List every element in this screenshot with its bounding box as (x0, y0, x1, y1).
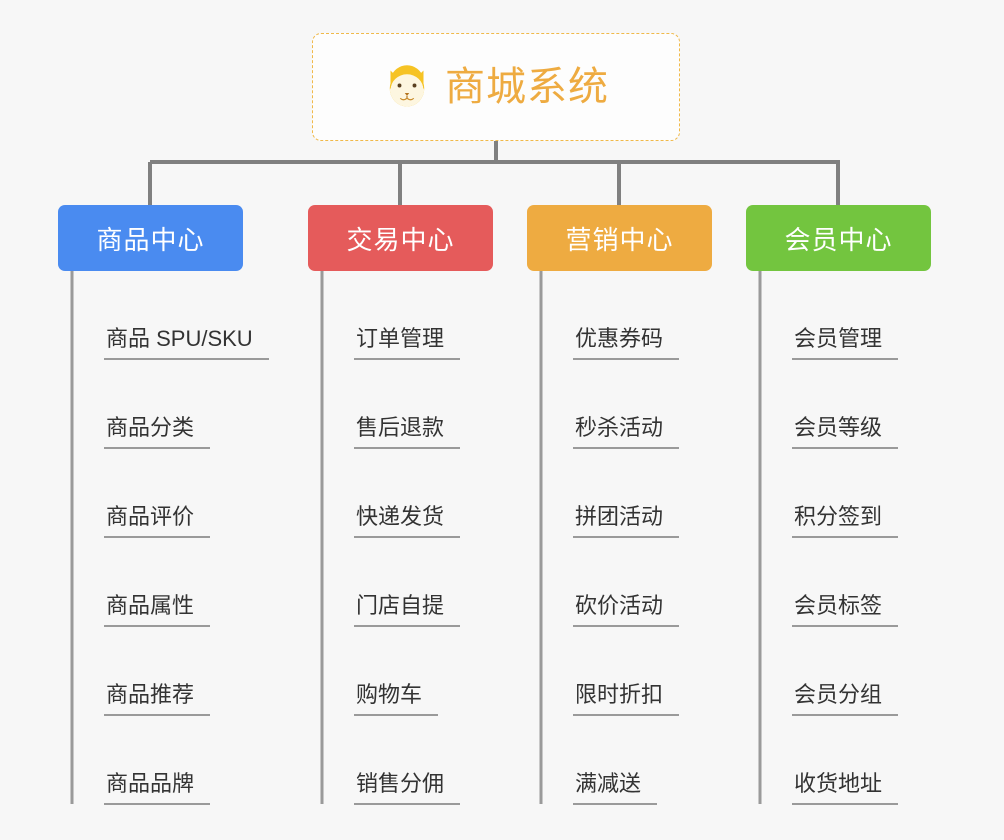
leaf-item[interactable]: 积分签到 (760, 449, 899, 538)
leaf-label: 会员标签 (792, 592, 899, 627)
category-box-2[interactable]: 交易中心 (308, 205, 493, 271)
leaf-item[interactable]: 会员分组 (760, 627, 899, 716)
leaf-item[interactable]: 会员等级 (760, 360, 899, 449)
leaf-item[interactable]: 门店自提 (322, 538, 461, 627)
leaf-label: 优惠券码 (573, 325, 680, 360)
leaf-label: 商品评价 (104, 503, 211, 538)
category-label: 会员中心 (784, 224, 893, 255)
leaf-label: 订单管理 (354, 325, 461, 360)
leaf-label: 满减送 (573, 770, 658, 805)
branch-column-2: 订单管理售后退款快递发货门店自提购物车销售分佣 (322, 271, 461, 805)
leaf-item[interactable]: 商品品牌 (72, 716, 269, 805)
leaf-item[interactable]: 快递发货 (322, 449, 461, 538)
category-label: 营销中心 (565, 224, 674, 255)
leaf-label: 收货地址 (792, 770, 899, 805)
leaf-item[interactable]: 拼团活动 (541, 449, 680, 538)
branch-column-3: 优惠券码秒杀活动拼团活动砍价活动限时折扣满减送 (541, 271, 680, 805)
leaf-item[interactable]: 商品 SPU/SKU (72, 271, 269, 360)
leaf-item[interactable]: 商品推荐 (72, 627, 269, 716)
leaf-item[interactable]: 销售分佣 (322, 716, 461, 805)
category-box-1[interactable]: 商品中心 (58, 205, 243, 271)
leaf-item[interactable]: 满减送 (541, 716, 679, 805)
branch-column-1: 商品 SPU/SKU 商品分类商品评价商品属性商品推荐商品品牌 (72, 271, 269, 805)
leaf-label: 销售分佣 (354, 770, 461, 805)
leaf-label: 积分签到 (792, 503, 899, 538)
leaf-label: 拼团活动 (573, 503, 680, 538)
leaf-item[interactable]: 商品分类 (72, 360, 269, 449)
branch-column-4: 会员管理会员等级积分签到会员标签会员分组收货地址 (760, 271, 899, 805)
leaf-item[interactable]: 限时折扣 (541, 627, 680, 716)
leaf-label: 会员分组 (792, 681, 899, 716)
leaf-item[interactable]: 会员标签 (760, 538, 899, 627)
leaf-label: 购物车 (354, 681, 439, 716)
leaf-label: 会员管理 (792, 325, 899, 360)
leaf-item[interactable]: 购物车 (322, 627, 460, 716)
leaf-item[interactable]: 秒杀活动 (541, 360, 680, 449)
root-node[interactable]: 商城系统 (312, 33, 680, 141)
leaf-label: 会员等级 (792, 414, 899, 449)
leaf-label: 商品属性 (104, 592, 211, 627)
root-title: 商城系统 (445, 65, 609, 109)
leaf-item[interactable]: 售后退款 (322, 360, 461, 449)
leaf-item[interactable]: 商品属性 (72, 538, 269, 627)
category-box-3[interactable]: 营销中心 (527, 205, 712, 271)
leaf-item[interactable]: 砍价活动 (541, 538, 680, 627)
leaf-label: 商品分类 (104, 414, 211, 449)
leaf-label: 商品推荐 (104, 681, 211, 716)
leaf-label: 门店自提 (354, 592, 461, 627)
leaf-item[interactable]: 会员管理 (760, 271, 899, 360)
leaf-label: 售后退款 (354, 414, 461, 449)
category-box-4[interactable]: 会员中心 (746, 205, 931, 271)
leaf-label: 秒杀活动 (573, 414, 680, 449)
leaf-item[interactable]: 优惠券码 (541, 271, 680, 360)
leaf-item[interactable]: 订单管理 (322, 271, 461, 360)
leaf-item[interactable]: 商品评价 (72, 449, 269, 538)
leaf-label: 商品 SPU/SKU (104, 325, 269, 360)
leaf-item[interactable]: 收货地址 (760, 716, 899, 805)
leaf-label: 快递发货 (354, 503, 461, 538)
shiba-dog-face-icon (389, 65, 425, 107)
leaf-label: 限时折扣 (573, 681, 680, 716)
leaf-label: 商品品牌 (104, 770, 211, 805)
leaf-label: 砍价活动 (573, 592, 680, 627)
category-label: 交易中心 (346, 224, 455, 255)
category-label: 商品中心 (96, 224, 205, 255)
